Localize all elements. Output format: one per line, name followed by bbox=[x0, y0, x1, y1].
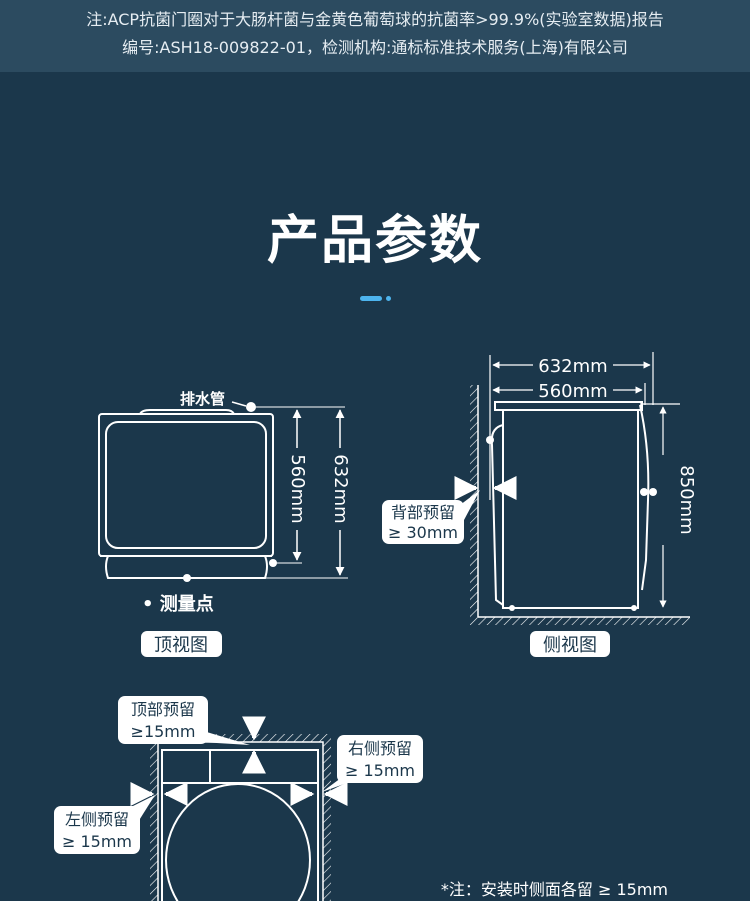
report-number-note: 编号:ASH18-009822-01，检测机构:通标标准技术服务(上海)有限公司 bbox=[122, 38, 628, 57]
right-clearance-title: 右侧预留 bbox=[348, 739, 412, 758]
top-depth-total-label: 632mm bbox=[330, 454, 351, 523]
top-clearance-callout bbox=[118, 696, 208, 744]
side-view-caption-badge bbox=[530, 631, 610, 657]
back-clearance-callout bbox=[382, 500, 464, 544]
left-clearance-callout bbox=[54, 806, 140, 854]
top-view-caption-badge bbox=[141, 631, 222, 657]
antibacterial-note: 注:ACP抗菌门圈对于大肠杆菌与金黄色葡萄球的抗菌率>99.9%(实验室数据)报… bbox=[86, 10, 664, 29]
notice-band bbox=[0, 0, 750, 72]
side-view-caption: 侧视图 bbox=[543, 635, 597, 656]
side-height-label: 850mm bbox=[676, 465, 697, 534]
right-clearance-callout bbox=[337, 735, 423, 783]
top-view-caption: 顶视图 bbox=[154, 635, 208, 656]
front-view-diagram bbox=[130, 716, 348, 901]
top-clearance-title: 顶部预留 bbox=[131, 700, 195, 719]
measure-point-legend: • 测量点 bbox=[142, 593, 214, 615]
side-width-body-label: 560mm bbox=[538, 381, 607, 402]
back-clearance-title: 背部预留 bbox=[391, 503, 455, 522]
installation-footnote: *注：安装时侧面各留 ≥ 15mm bbox=[441, 880, 668, 899]
top-clearance-value: ≥15mm bbox=[131, 722, 196, 741]
body-measure-point bbox=[269, 559, 277, 567]
top-depth-body-label: 560mm bbox=[287, 454, 308, 523]
title-accent-bar bbox=[360, 296, 382, 301]
right-clearance-value: ≥ 15mm bbox=[345, 761, 415, 780]
left-clearance-value: ≥ 15mm bbox=[62, 832, 132, 851]
back-clearance-value: ≥ 30mm bbox=[388, 523, 458, 542]
top-view-diagram bbox=[98, 401, 348, 579]
title-accent-dot bbox=[386, 296, 391, 301]
drain-measure-point bbox=[246, 402, 256, 412]
front-measure-point bbox=[183, 574, 191, 582]
section-title: 产品参数 bbox=[266, 211, 483, 271]
side-width-total-label: 632mm bbox=[538, 356, 607, 377]
left-clearance-title: 左侧预留 bbox=[65, 810, 129, 829]
drain-pipe-label: 排水管 bbox=[180, 390, 225, 408]
